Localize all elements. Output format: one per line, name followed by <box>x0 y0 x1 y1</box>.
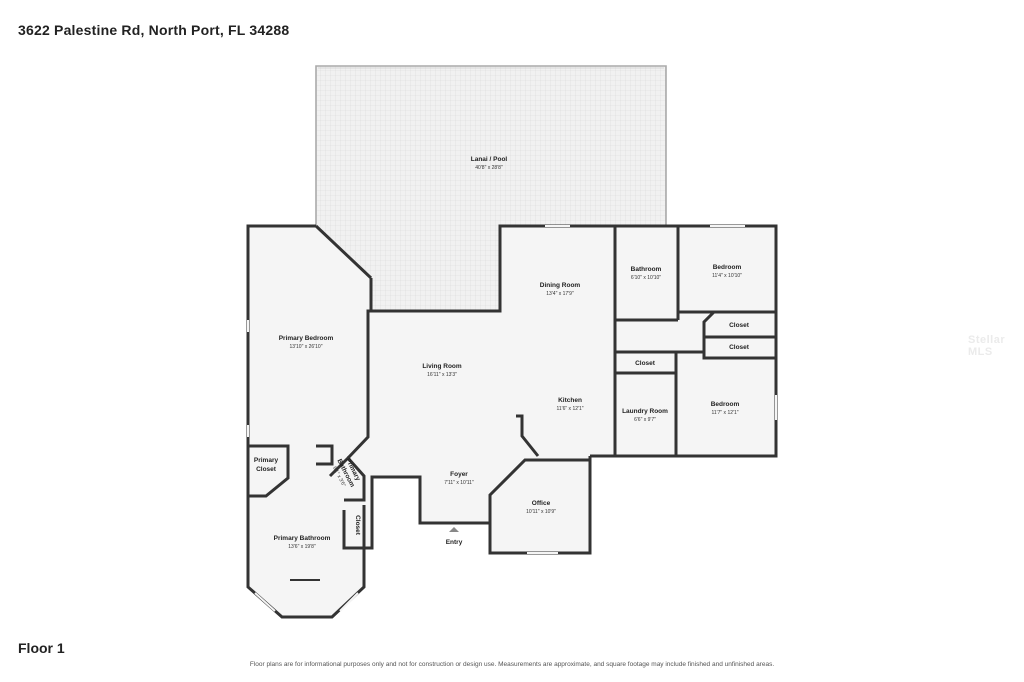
primary-closet-label-2: Closet <box>256 466 277 473</box>
kitchen-label: Kitchen <box>558 397 582 404</box>
living-room-dims: 16'11" x 13'3" <box>427 372 457 378</box>
kitchen-dims: 11'6" x 12'1" <box>556 406 583 412</box>
bathroom-label: Bathroom <box>631 266 662 273</box>
office-dims: 10'11" x 10'9" <box>526 509 556 515</box>
windows <box>247 225 777 612</box>
interior-floor <box>248 226 776 617</box>
bedroom-2-dims: 11'7" x 12'1" <box>711 410 738 416</box>
foyer-label: Foyer <box>450 471 468 478</box>
closet-1-label: Closet <box>729 322 750 329</box>
primary-bedroom-label: Primary Bedroom <box>279 335 334 342</box>
closet-4-label: Closet <box>354 515 361 536</box>
lanai-dims: 40'8" x 28'8" <box>475 165 503 171</box>
closet-2-label: Closet <box>729 344 750 351</box>
laundry-room-dims: 6'6" x 9'7" <box>634 417 656 423</box>
bedroom-2-label: Bedroom <box>711 401 740 408</box>
bedroom-1-dims: 11'4" x 10'10" <box>712 273 742 279</box>
primary-closet-label-1: Primary <box>254 457 279 464</box>
lanai-label: Lanai / Pool <box>471 156 508 163</box>
laundry-room-label: Laundry Room <box>622 408 668 415</box>
lanai-area <box>315 65 667 311</box>
living-room-label: Living Room <box>422 363 462 370</box>
closet-3-label: Closet <box>635 360 656 367</box>
bedroom-1-label: Bedroom <box>713 264 742 271</box>
entry-label: Entry <box>446 539 463 546</box>
primary-bathroom-small-label-group: Primary Bathroom 6'1" x 3'6" <box>331 457 361 488</box>
bathroom-dims: 6'10" x 10'10" <box>631 275 661 281</box>
primary-bedroom-dims: 13'10" x 26'10" <box>290 344 323 350</box>
primary-bathroom-label: Primary Bathroom <box>274 535 331 542</box>
walls <box>246 224 778 619</box>
entry-arrow-icon <box>449 527 459 532</box>
foyer-dims: 7'11" x 10'11" <box>444 480 474 486</box>
office-label: Office <box>532 500 551 507</box>
dining-room-label: Dining Room <box>540 282 581 289</box>
property-address: 3622 Palestine Rd, North Port, FL 34288 <box>18 22 290 38</box>
dining-room-dims: 13'4" x 17'9" <box>546 291 574 297</box>
room-labels: Lanai / Pool 40'8" x 28'8" Primary Bedro… <box>254 156 750 550</box>
primary-bathroom-dims: 13'6" x 19'8" <box>288 544 316 550</box>
disclaimer-text: Floor plans are for informational purpos… <box>249 661 775 668</box>
watermark: Stellar MLS <box>968 334 1006 358</box>
floor-label: Floor 1 <box>18 640 65 656</box>
